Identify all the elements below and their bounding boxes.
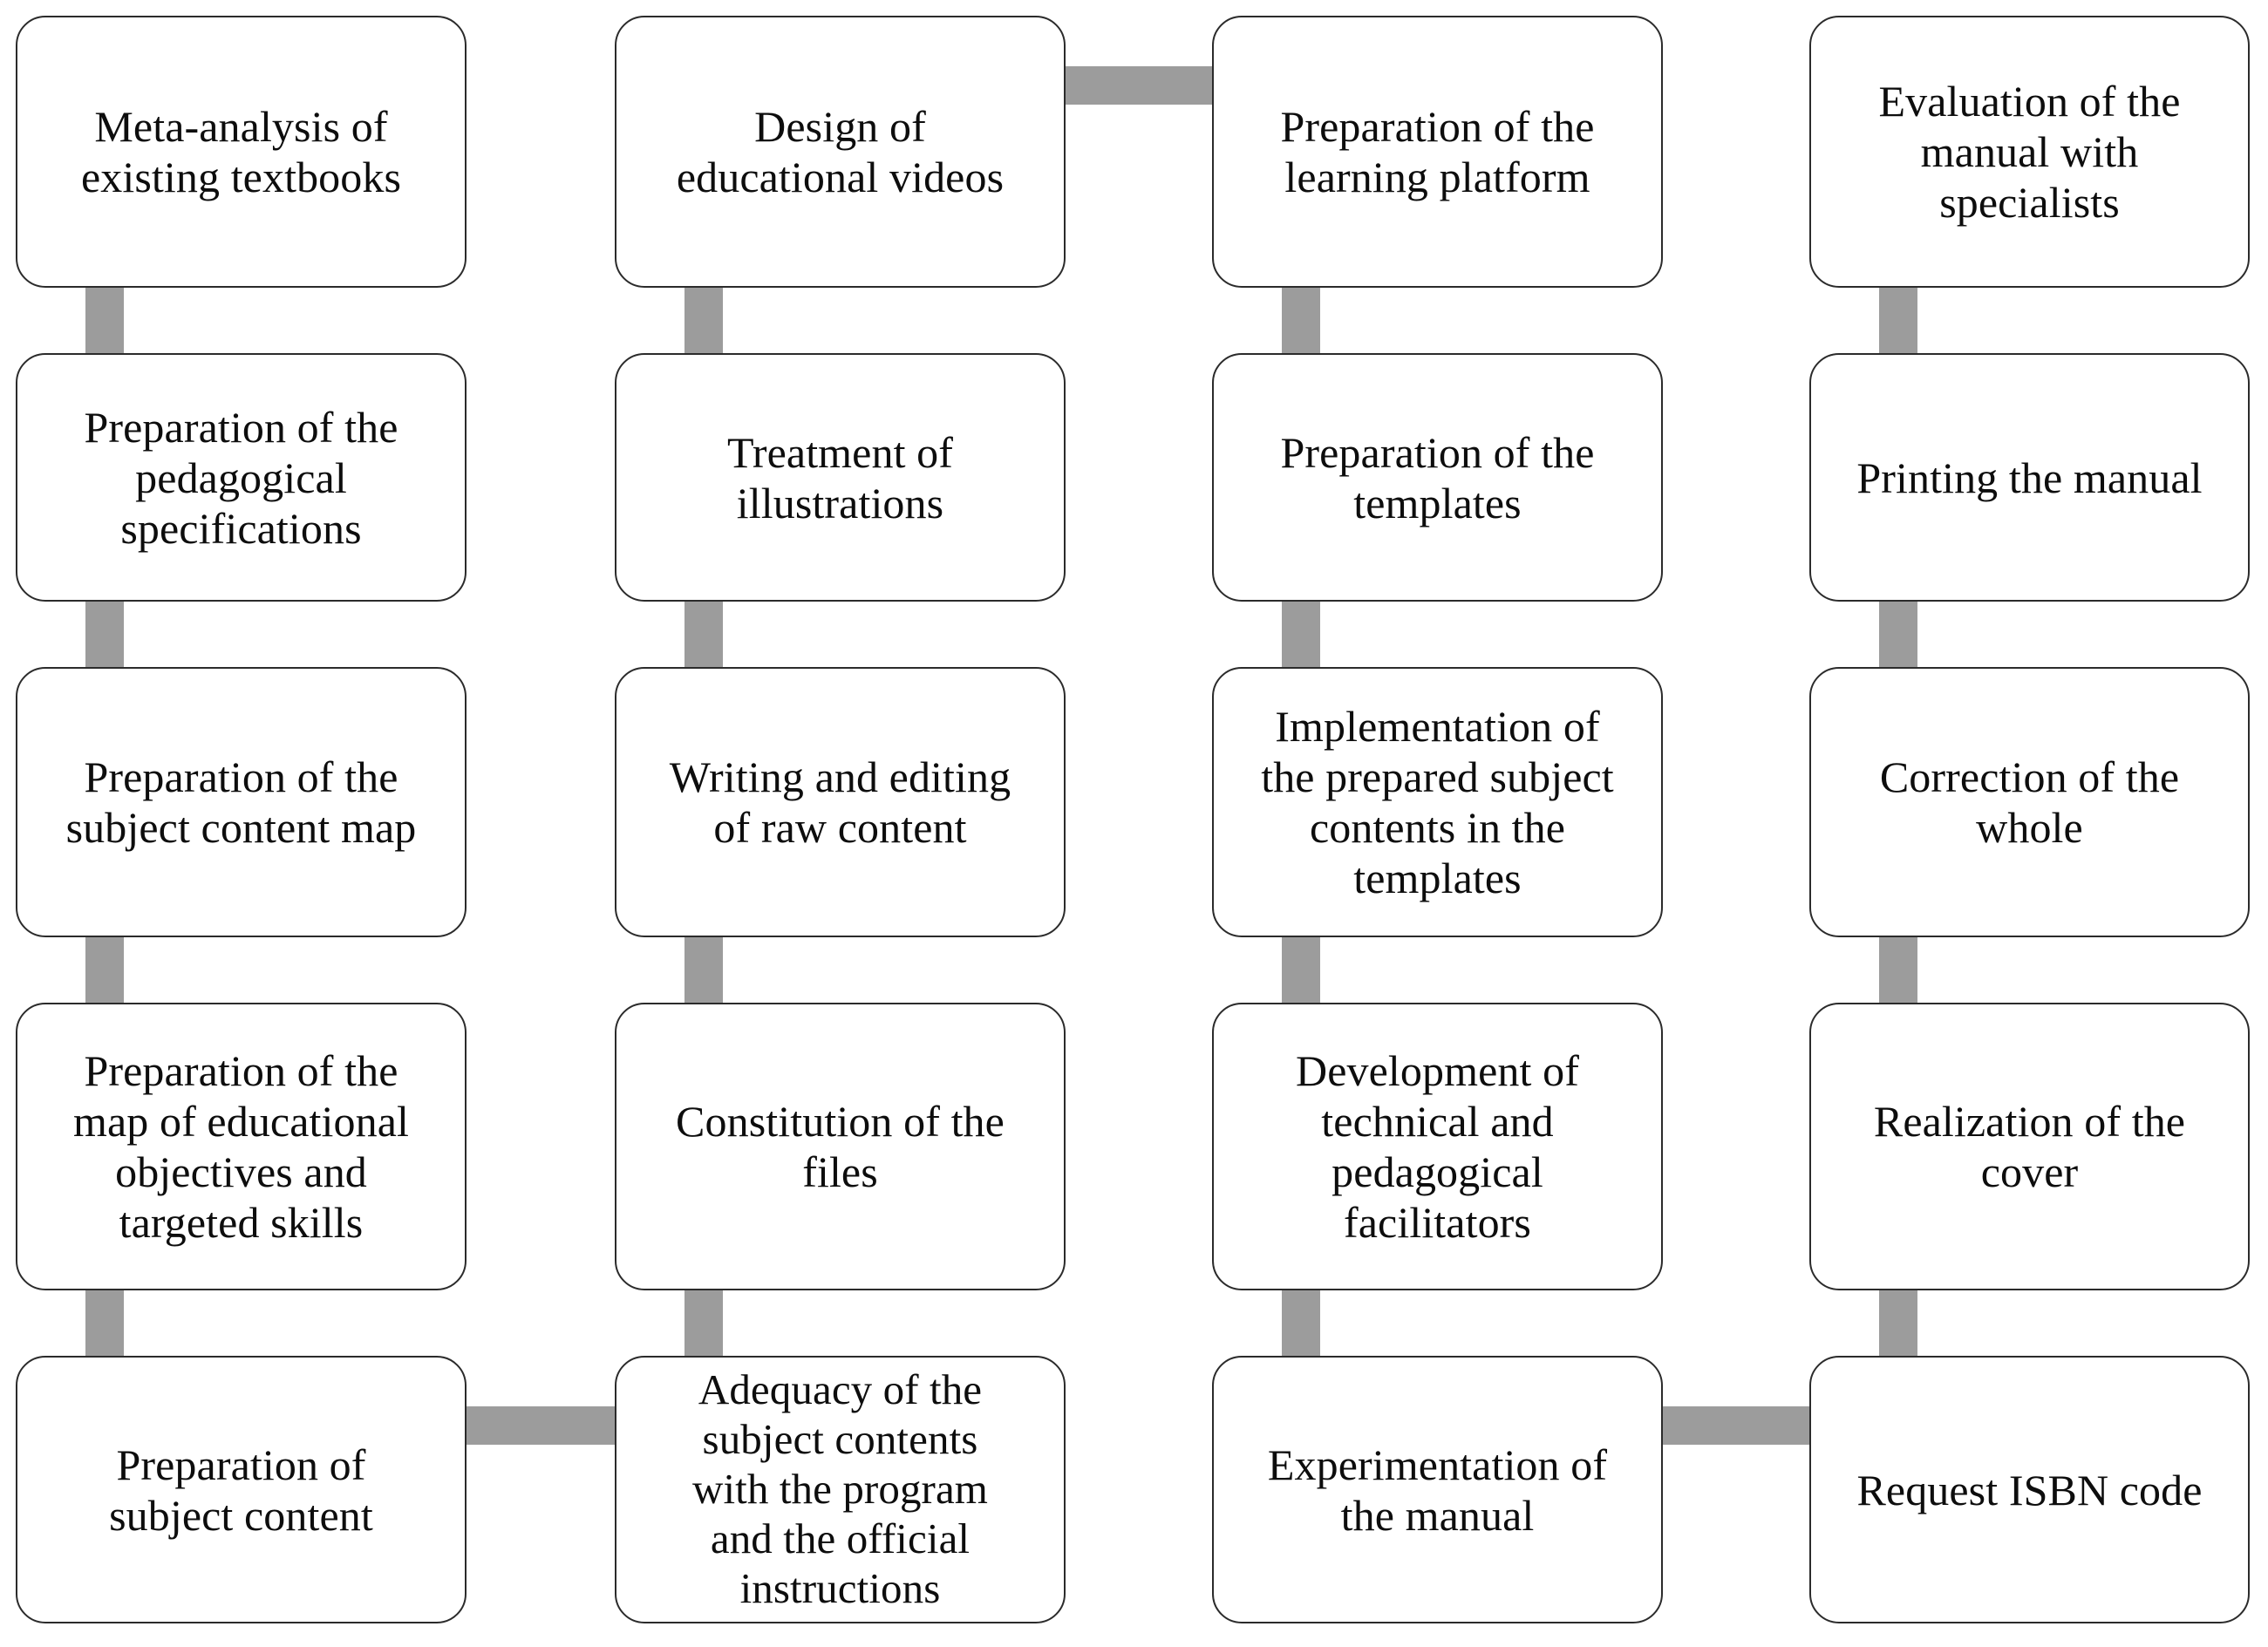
connector-c2r4-to-c2r5 — [684, 1285, 723, 1361]
flowchart-node-c3r2[interactable]: Preparation of the templates — [1212, 353, 1663, 602]
connector-c2r3-to-c2r4 — [684, 932, 723, 1008]
connector-c3r5-to-c4r5 — [1658, 1406, 1815, 1445]
flowchart-node-c4r3[interactable]: Correction of the whole — [1809, 667, 2250, 937]
connector-c4r4-to-c4r5 — [1879, 1285, 1917, 1361]
connector-c1r2-to-c1r3 — [85, 596, 124, 672]
node-label: Preparation of the learning platform — [1280, 102, 1595, 201]
connector-c3r3-to-c3r4 — [1282, 932, 1320, 1008]
node-label: Request ISBN code — [1856, 1465, 2203, 1514]
node-label: Preparation of subject content — [109, 1439, 373, 1540]
node-label: Preparation of the templates — [1280, 427, 1595, 527]
connector-c3r4-to-c3r5 — [1282, 1285, 1320, 1361]
connector-c1r5-to-c2r5 — [461, 1406, 620, 1445]
connector-c2r1-to-c3r1 — [1060, 66, 1217, 105]
node-label: Meta-analysis of existing textbooks — [80, 102, 402, 201]
connector-c4r3-to-c4r4 — [1879, 932, 1917, 1008]
flowchart-node-c1r2[interactable]: Preparation of the pedagogical specifica… — [16, 353, 467, 602]
flowchart-node-c4r2[interactable]: Printing the manual — [1809, 353, 2250, 602]
flowchart-node-c3r5[interactable]: Experimentation of the manual — [1212, 1356, 1663, 1623]
flowchart-node-c2r3[interactable]: Writing and editing of raw content — [615, 667, 1066, 937]
flowchart-node-c3r1[interactable]: Preparation of the learning platform — [1212, 16, 1663, 288]
flowchart-node-c1r5[interactable]: Preparation of subject content — [16, 1356, 467, 1623]
connector-c4r2-to-c4r3 — [1879, 596, 1917, 672]
node-label: Constitution of the files — [676, 1097, 1005, 1196]
connector-c2r1-to-c2r2 — [684, 282, 723, 358]
flowchart-node-c3r3[interactable]: Implementation of the prepared subject c… — [1212, 667, 1663, 937]
flowchart-node-c2r4[interactable]: Constitution of the files — [615, 1003, 1066, 1290]
flowchart-node-c3r4[interactable]: Development of technical and pedagogical… — [1212, 1003, 1663, 1290]
flowchart-node-c4r5[interactable]: Request ISBN code — [1809, 1356, 2250, 1623]
node-label: Preparation of the pedagogical specifica… — [84, 402, 398, 553]
flowchart-node-c1r4[interactable]: Preparation of the map of educational ob… — [16, 1003, 467, 1290]
connector-c3r2-to-c3r3 — [1282, 596, 1320, 672]
node-label: Evaluation of the manual with specialist… — [1878, 77, 2181, 227]
flowchart-node-c2r5[interactable]: Adequacy of the subject contents with th… — [615, 1356, 1066, 1623]
node-label: Correction of the whole — [1879, 752, 2180, 852]
node-label: Preparation of the subject content map — [65, 752, 417, 852]
node-label: Adequacy of the subject contents with th… — [691, 1365, 989, 1612]
node-label: Writing and editing of raw content — [669, 752, 1011, 852]
connector-c2r2-to-c2r3 — [684, 596, 723, 672]
connector-c3r1-to-c3r2 — [1282, 282, 1320, 358]
flowchart-node-c1r1[interactable]: Meta-analysis of existing textbooks — [16, 16, 467, 288]
node-label: Experimentation of the manual — [1267, 1439, 1608, 1540]
flowchart-node-c1r3[interactable]: Preparation of the subject content map — [16, 667, 467, 937]
node-label: Implementation of the prepared subject c… — [1261, 702, 1614, 902]
node-label: Treatment of illustrations — [726, 427, 954, 527]
connector-c1r1-to-c1r2 — [85, 282, 124, 358]
flowchart-node-c2r2[interactable]: Treatment of illustrations — [615, 353, 1066, 602]
node-label: Design of educational videos — [676, 102, 1005, 201]
connector-c4r1-to-c4r2 — [1879, 282, 1917, 358]
flowchart-node-c4r1[interactable]: Evaluation of the manual with specialist… — [1809, 16, 2250, 288]
node-label: Printing the manual — [1856, 453, 2203, 502]
flowchart-node-c4r4[interactable]: Realization of the cover — [1809, 1003, 2250, 1290]
connector-c1r3-to-c1r4 — [85, 932, 124, 1008]
flowchart-node-c2r1[interactable]: Design of educational videos — [615, 16, 1066, 288]
node-label: Development of technical and pedagogical… — [1296, 1046, 1579, 1247]
connector-c1r4-to-c1r5 — [85, 1285, 124, 1361]
node-label: Preparation of the map of educational ob… — [73, 1046, 409, 1247]
node-label: Realization of the cover — [1873, 1097, 2186, 1196]
